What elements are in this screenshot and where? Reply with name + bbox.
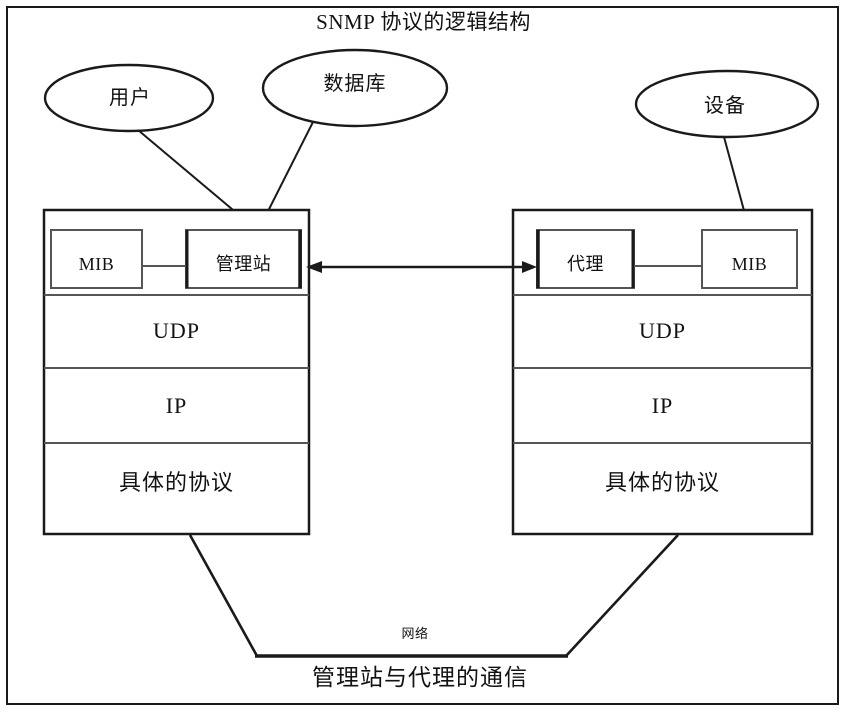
stack-agent-layer-udp: UDP (638, 318, 686, 343)
box-mib-right-label: MIB (731, 254, 768, 274)
stack-agent-layer-protocol: 具体的协议 (604, 470, 720, 495)
page-title: SNMP 协议的逻辑结构 (316, 10, 531, 34)
network-label: 网络 (401, 626, 429, 641)
stack-manager-layer-protocol: 具体的协议 (118, 470, 234, 495)
ellipse-device-label: 设备 (704, 95, 746, 117)
box-agent-label: 代理 (567, 254, 604, 274)
box-manager-station-label: 管理站 (215, 254, 272, 274)
diagram-caption: 管理站与代理的通信 (312, 665, 528, 690)
outer-border (6, 6, 839, 705)
stack-agent-layer-ip: IP (651, 393, 674, 418)
ellipse-database-label: 数据库 (323, 73, 387, 95)
stack-manager-layer-udp: UDP (152, 318, 200, 343)
ellipse-user-label: 用户 (109, 87, 151, 109)
box-mib-left-label: MIB (78, 254, 115, 274)
stack-manager-layer-ip: IP (165, 393, 188, 418)
